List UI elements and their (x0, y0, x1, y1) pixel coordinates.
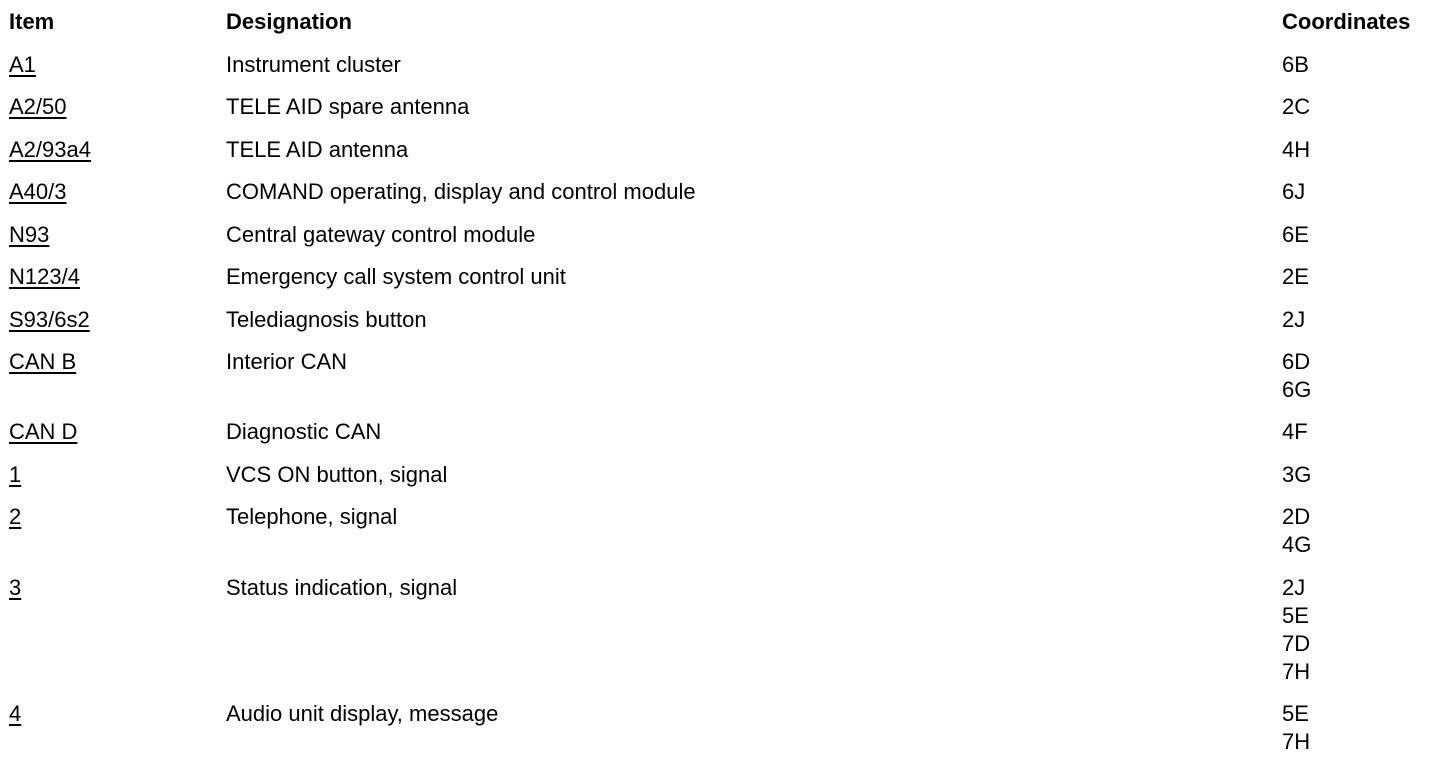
coordinate-value: 7H (1282, 729, 1311, 754)
designation-text: COMAND operating, display and control mo… (226, 179, 696, 204)
coordinate-value: 7H (1282, 659, 1311, 684)
coordinate-value: 4F (1282, 419, 1308, 444)
coordinates-cell: 6E (1282, 221, 1309, 249)
item-link[interactable]: A2/93a4 (9, 137, 91, 162)
item-link[interactable]: CAN D (9, 419, 78, 444)
designation-text: Diagnostic CAN (226, 419, 382, 444)
coordinates-cell: 2D 4G (1282, 503, 1311, 559)
header-item: Item (9, 9, 55, 34)
item-link[interactable]: A40/3 (9, 179, 67, 204)
coordinates-cell: 2E (1282, 263, 1309, 291)
item-link[interactable]: 1 (9, 462, 22, 487)
coordinate-value: 2C (1282, 94, 1311, 119)
header-designation: Designation (226, 9, 352, 34)
coordinate-value: 2E (1282, 264, 1309, 289)
item-link[interactable]: 2 (9, 504, 22, 529)
coordinate-value: 6B (1282, 52, 1309, 77)
designation-text: VCS ON button, signal (226, 462, 448, 487)
coordinates-cell: 6J (1282, 178, 1305, 206)
coordinates-cell: 4F (1282, 418, 1308, 446)
coordinate-value: 2J (1282, 307, 1306, 332)
coordinate-value: 2D (1282, 504, 1311, 529)
coordinates-cell: 2J 5E 7D 7H (1282, 574, 1310, 686)
coordinates-cell: 6B (1282, 51, 1309, 79)
designation-text: Telephone, signal (226, 504, 398, 529)
designation-text: Instrument cluster (226, 52, 401, 77)
coordinate-value: 5E (1282, 701, 1309, 726)
coordinate-value: 6E (1282, 222, 1309, 247)
item-link[interactable]: N123/4 (9, 264, 80, 289)
designation-text: TELE AID spare antenna (226, 94, 470, 119)
coordinates-cell: 4H (1282, 136, 1310, 164)
item-link[interactable]: A2/50 (9, 94, 67, 119)
coordinate-value: 3G (1282, 462, 1312, 487)
coordinate-value: 4G (1282, 532, 1312, 557)
designation-text: TELE AID antenna (226, 137, 409, 162)
item-link[interactable]: 3 (9, 575, 22, 600)
coordinate-value: 5E (1282, 603, 1309, 628)
item-link[interactable]: CAN B (9, 349, 77, 374)
item-link[interactable]: N93 (9, 222, 50, 247)
coordinate-value: 6J (1282, 179, 1306, 204)
header-coordinates: Coordinates (1282, 9, 1411, 34)
coordinate-value: 4H (1282, 137, 1311, 162)
coordinate-value: 6D (1282, 349, 1311, 374)
designation-text: Status indication, signal (226, 575, 458, 600)
coordinate-value: 6G (1282, 377, 1312, 402)
item-link[interactable]: A1 (9, 52, 36, 77)
coordinate-value: 7D (1282, 631, 1311, 656)
designation-text: Interior CAN (226, 349, 348, 374)
item-link[interactable]: S93/6s2 (9, 307, 90, 332)
item-link[interactable]: 4 (9, 701, 22, 726)
designation-text: Audio unit display, message (226, 701, 499, 726)
designation-text: Emergency call system control unit (226, 264, 566, 289)
coordinate-value: 2J (1282, 575, 1306, 600)
coordinates-cell: 3G (1282, 461, 1311, 489)
designation-text: Telediagnosis button (226, 307, 427, 332)
coordinates-cell: 5E 7H (1282, 700, 1310, 756)
coordinates-cell: 2J (1282, 306, 1305, 334)
coordinates-cell: 6D 6G (1282, 348, 1311, 404)
designation-text: Central gateway control module (226, 222, 536, 247)
coordinates-cell: 2C (1282, 93, 1310, 121)
